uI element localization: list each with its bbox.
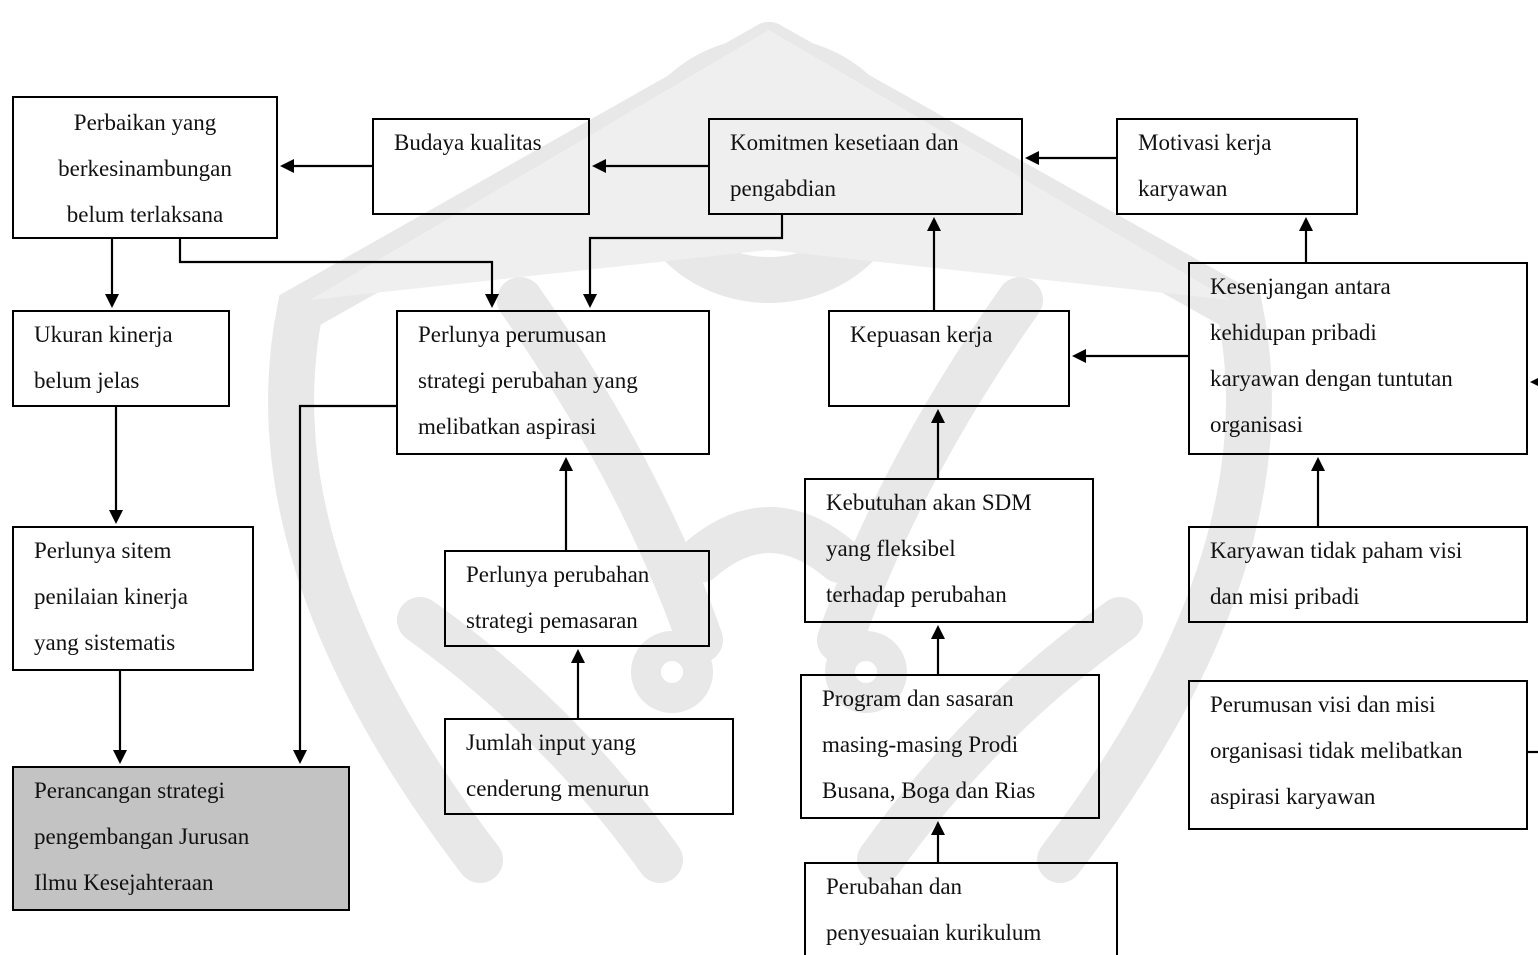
arrow-komitmen-to-budaya [592, 159, 708, 173]
node-komitmen: Komitmen kesetiaan dan pengabdian [708, 118, 1023, 215]
arrow-program-to-kebutuhan [931, 625, 945, 674]
arrow-budaya-to-perbaikan [280, 159, 372, 173]
arrow-kesenjangan-to-motivasi [1299, 217, 1313, 262]
node-kebutuhan-sdm: Kebutuhan akan SDM yang fleksibel terhad… [804, 478, 1094, 623]
node-perlunya-perumusan: Perlunya perumusan strategi perubahan ya… [396, 310, 710, 455]
arrow-perbaikan-to-ukuran [105, 239, 119, 308]
arrow-karyawan_visi-to-kesenjangan [1311, 457, 1325, 526]
node-ukuran-kinerja: Ukuran kinerja belum jelas [12, 310, 230, 407]
arrow-jumlah-to-pemasaran [571, 649, 585, 718]
node-perubahan-pemasaran: Perlunya perubahan strategi pemasaran [444, 550, 710, 647]
node-kesenjangan: Kesenjangan antara kehidupan pribadi kar… [1188, 262, 1528, 455]
arrow-komitmen-to-perlunya_perumusan [583, 215, 784, 308]
arrow-perubahan-to-program [931, 821, 945, 862]
arrow-perbaikan-to-perlunya_perumusan [178, 239, 499, 308]
arrow-sistem-to-perancangan [113, 671, 127, 764]
node-perbaikan: Perbaikan yang berkesinambungan belum te… [12, 96, 278, 239]
node-kepuasan-kerja: Kepuasan kerja [828, 310, 1070, 407]
arrow-kebutuhan-to-kepuasan [931, 409, 945, 478]
node-program-sasaran: Program dan sasaran masing-masing Prodi … [800, 674, 1100, 819]
node-karyawan-visi: Karyawan tidak paham visi dan misi priba… [1188, 526, 1528, 623]
node-jumlah-input: Jumlah input yang cenderung menurun [444, 718, 734, 815]
node-perancangan-strategi: Perancangan strategi pengembangan Jurusa… [12, 766, 350, 911]
offpage-arrow-kesenjangan [1530, 378, 1538, 386]
node-budaya-kualitas: Budaya kualitas [372, 118, 590, 215]
node-sistem-penilaian: Perlunya sitem penilaian kinerja yang si… [12, 526, 254, 671]
arrow-kepuasan-to-komitmen [927, 217, 941, 310]
arrow-kesenjangan-to-kepuasan [1072, 349, 1188, 363]
arrow-ukuran-to-sistem [109, 407, 123, 524]
node-perumusan-visi: Perumusan visi dan misi organisasi tidak… [1188, 680, 1528, 830]
node-perubahan-kurikulum: Perubahan dan penyesuaian kurikulum [804, 862, 1118, 955]
arrow-pemasaran-to-perlunya_perumusan [559, 457, 573, 550]
arrow-motivasi-to-komitmen [1025, 151, 1116, 165]
arrow-perlunya_perumusan-to-perancangan [293, 404, 396, 764]
node-motivasi: Motivasi kerja karyawan [1116, 118, 1358, 215]
